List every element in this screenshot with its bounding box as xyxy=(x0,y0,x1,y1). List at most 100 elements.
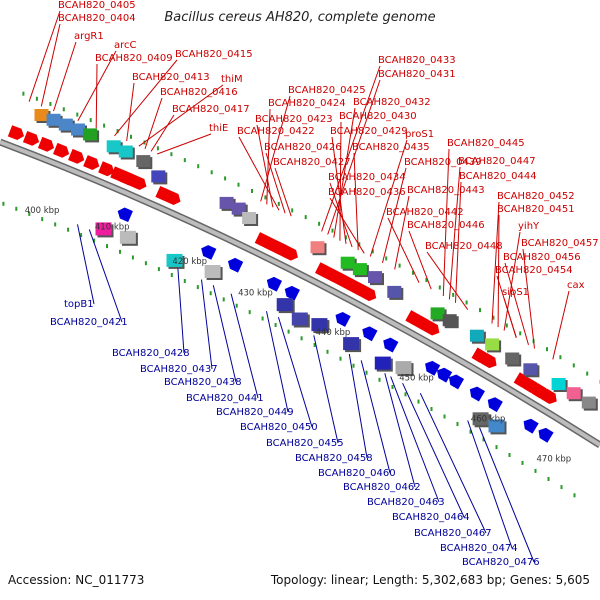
label-leader-line xyxy=(138,84,224,147)
track-tick xyxy=(519,331,522,336)
track-tick xyxy=(300,336,303,341)
track-tick xyxy=(222,297,225,302)
track-tick xyxy=(339,356,342,361)
feature-box xyxy=(242,212,259,226)
gene-label-bottom: BCAH820_0441 xyxy=(186,393,264,404)
gene-label-top: BCAH820_0405 xyxy=(58,0,136,11)
track-tick xyxy=(456,422,459,426)
gene-box-face xyxy=(340,256,355,269)
label-leader-line xyxy=(177,268,185,354)
label-leader-line xyxy=(28,10,61,102)
feature-box xyxy=(291,312,310,328)
gene-label-top: yihY xyxy=(518,221,540,232)
scale-tick-label: 400 kbp xyxy=(25,206,60,216)
gene-label-top: BCAH820_0427 xyxy=(273,157,351,168)
track-tick xyxy=(54,222,57,227)
label-leader-line xyxy=(265,152,286,214)
feature-box xyxy=(581,396,598,411)
label-leader-line xyxy=(504,262,529,346)
reverse-gene-arrow xyxy=(469,386,485,402)
forward-gene-arrow xyxy=(7,125,25,140)
label-leader-line xyxy=(274,167,292,217)
gene-arrow-shape xyxy=(37,136,55,152)
gene-label-top: BCAH820_0413 xyxy=(132,72,210,83)
label-leader-line xyxy=(329,197,365,254)
feature-box xyxy=(83,128,100,143)
track-tick xyxy=(264,195,267,200)
track-tick xyxy=(35,96,38,101)
gene-arrow-shape xyxy=(22,130,40,146)
label-leader-line xyxy=(126,82,135,142)
feature-box xyxy=(374,356,393,372)
gene-arrow-shape xyxy=(281,245,298,261)
track-tick xyxy=(277,201,280,206)
track-tick xyxy=(318,221,321,226)
label-leader-line xyxy=(448,166,461,300)
track-tick xyxy=(156,146,159,151)
forward-gene-arrow xyxy=(98,161,115,177)
gene-label-top: thiM xyxy=(221,74,243,85)
gene-label-bottom: topB1 xyxy=(64,299,94,310)
gene-label-bottom: BCAH820_0450 xyxy=(240,422,318,433)
feature-box xyxy=(442,314,459,329)
gene-label-top: BCAH820_0452 xyxy=(497,191,575,202)
track-tick xyxy=(274,323,277,327)
gene-box-face xyxy=(242,212,257,224)
scale-tick-label: 410 kbp xyxy=(95,222,130,232)
reverse-gene-arrow xyxy=(448,374,465,390)
gene-label-bottom: BCAH820_0464 xyxy=(392,512,470,523)
gene-box-face xyxy=(352,263,367,276)
reverse-gene-arrow xyxy=(437,367,453,383)
track-tick xyxy=(15,206,18,211)
track-tick xyxy=(313,343,316,347)
label-leader-line xyxy=(144,97,163,149)
gene-arrow-shape xyxy=(7,125,25,140)
gene-arrow-shape xyxy=(53,142,70,158)
genome-title: Bacillus cereus AH820, complete genome xyxy=(164,10,436,25)
track-tick xyxy=(492,315,495,320)
feature-box xyxy=(395,361,414,377)
gene-box-face xyxy=(166,253,183,267)
label-leader-line xyxy=(238,136,280,211)
forward-gene-arrow xyxy=(360,285,377,302)
gene-box-face xyxy=(472,412,489,426)
gene-arrow-shape xyxy=(383,337,399,353)
forward-gene-arrow xyxy=(423,320,440,336)
track-tick xyxy=(326,349,329,354)
track-tick xyxy=(573,493,576,498)
track-tick xyxy=(505,323,508,328)
track-tick xyxy=(106,244,108,249)
gene-box-face xyxy=(485,338,500,351)
label-leader-line xyxy=(150,114,175,152)
label-leader-line xyxy=(552,290,570,360)
track-tick xyxy=(482,437,485,442)
gene-box-face xyxy=(83,128,98,141)
track-tick xyxy=(183,158,186,163)
gene-label-top: BCAH820_0425 xyxy=(288,85,366,96)
gene-label-top: BCAH820_0444 xyxy=(459,171,537,182)
track-tick xyxy=(331,228,334,233)
track-tick xyxy=(119,249,121,254)
gene-label-top: BCAH820_0451 xyxy=(497,204,575,215)
gene-label-top: BCAH820_0424 xyxy=(268,98,346,109)
gene-arrow-shape xyxy=(98,161,115,177)
gene-box-face xyxy=(136,155,151,168)
gene-box-face xyxy=(46,113,61,126)
reverse-gene-arrow xyxy=(266,276,283,292)
track-tick xyxy=(465,300,468,305)
gene-box-face xyxy=(58,118,73,131)
gene-arrow-shape xyxy=(83,155,100,170)
label-leader-line xyxy=(360,360,391,474)
feature-box xyxy=(231,202,248,217)
feature-box xyxy=(485,338,502,353)
gene-box-face xyxy=(151,170,166,183)
forward-gene-arrow xyxy=(37,136,55,152)
gene-box-face xyxy=(430,307,445,320)
gene-label-top: BCAH820_0415 xyxy=(175,49,253,60)
reverse-gene-arrow xyxy=(523,418,539,434)
gene-label-bottom: BCAH820_0463 xyxy=(367,497,445,508)
feature-box xyxy=(118,145,135,160)
feature-box xyxy=(166,253,185,269)
track-tick xyxy=(62,107,65,112)
label-leader-line xyxy=(348,353,368,459)
